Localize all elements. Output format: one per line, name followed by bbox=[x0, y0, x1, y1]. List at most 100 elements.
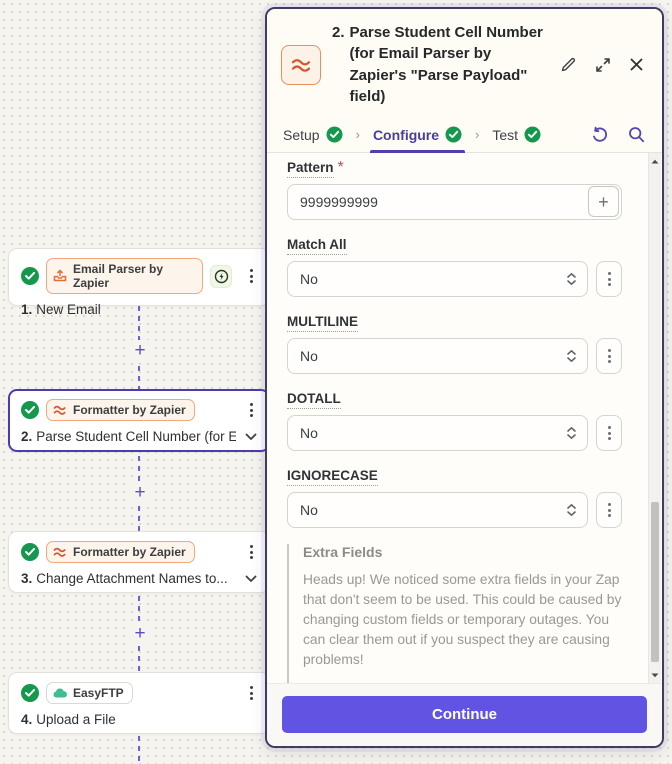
panel-header: 2. Parse Student Cell Number (for Email … bbox=[267, 9, 662, 118]
scrollbar-thumb[interactable] bbox=[651, 502, 659, 663]
match-all-select[interactable]: No bbox=[287, 261, 588, 298]
extra-fields-section: Extra Fields Heads up! We noticed some e… bbox=[287, 544, 622, 683]
tab-label: Setup bbox=[283, 126, 320, 143]
field-menu-kebab-icon[interactable] bbox=[596, 415, 622, 452]
formatter-step-icon bbox=[281, 44, 321, 85]
close-icon[interactable] bbox=[627, 55, 646, 74]
tab-label: Test bbox=[492, 126, 519, 143]
easyftp-icon bbox=[53, 687, 67, 699]
step-number: 1. bbox=[21, 302, 33, 317]
step-title: Change Attachment Names to... bbox=[36, 571, 228, 586]
add-step-button[interactable]: + bbox=[128, 482, 152, 504]
step-card-2-parse-student-cell[interactable]: Formatter by Zapier 2. Parse Student Cel… bbox=[8, 389, 270, 452]
tab-separator-chevron: › bbox=[475, 127, 480, 143]
step-number: 2. bbox=[21, 429, 33, 444]
expand-fullscreen-icon[interactable] bbox=[592, 54, 614, 76]
scroll-down-icon[interactable] bbox=[649, 668, 661, 682]
ignorecase-select[interactable]: No bbox=[287, 492, 588, 529]
multiline-label: MULTILINE bbox=[287, 314, 358, 333]
step-menu-kebab-icon[interactable] bbox=[246, 543, 257, 561]
panel-step-title: 2. Parse Student Cell Number (for Email … bbox=[332, 22, 547, 107]
step-success-check-icon bbox=[21, 267, 39, 285]
formatter-icon bbox=[53, 404, 67, 416]
instant-trigger-icon bbox=[210, 264, 232, 288]
add-step-button[interactable]: + bbox=[128, 340, 152, 362]
step-detail-panel: 2. Parse Student Cell Number (for Email … bbox=[265, 7, 664, 748]
app-pill-easyftp[interactable]: EasyFTP bbox=[46, 682, 133, 704]
tab-separator-chevron: › bbox=[355, 127, 360, 143]
field-match-all: Match All No bbox=[287, 236, 622, 298]
scroll-up-icon[interactable] bbox=[649, 154, 661, 168]
select-value: No bbox=[300, 271, 318, 288]
configure-form: Pattern* + Match All No MU bbox=[267, 153, 662, 683]
tab-complete-check-icon bbox=[524, 126, 541, 143]
email-parser-icon bbox=[53, 269, 67, 283]
dotall-label: DOTALL bbox=[287, 391, 341, 410]
field-multiline: MULTILINE No bbox=[287, 313, 622, 375]
step-number: 4. bbox=[21, 712, 33, 727]
multiline-select[interactable]: No bbox=[287, 338, 588, 375]
field-pattern: Pattern* + bbox=[287, 159, 622, 221]
select-value: No bbox=[300, 348, 318, 365]
select-updown-icon bbox=[567, 504, 576, 517]
app-pill-formatter[interactable]: Formatter by Zapier bbox=[46, 399, 195, 421]
app-pill-label: Formatter by Zapier bbox=[73, 403, 186, 417]
field-menu-kebab-icon[interactable] bbox=[596, 492, 622, 529]
step-card-4-upload-file[interactable]: EasyFTP 4. Upload a File bbox=[8, 672, 270, 734]
select-updown-icon bbox=[567, 273, 576, 286]
continue-button[interactable]: Continue bbox=[282, 696, 647, 733]
app-pill-label: Email Parser by Zapier bbox=[73, 262, 164, 290]
step-title: New Email bbox=[36, 302, 101, 317]
refresh-icon[interactable] bbox=[589, 124, 611, 146]
app-pill-email-parser[interactable]: Email Parser by Zapier bbox=[46, 258, 204, 294]
form-scrollbar[interactable] bbox=[648, 153, 661, 683]
panel-tabs: Setup › Configure › Test bbox=[267, 117, 662, 154]
tab-complete-check-icon bbox=[445, 126, 462, 143]
step-title: Parse Student Cell Number (for Em... bbox=[36, 429, 237, 444]
pattern-label: Pattern bbox=[287, 160, 334, 179]
step-success-check-icon bbox=[21, 543, 39, 561]
dotall-select[interactable]: No bbox=[287, 415, 588, 452]
match-all-label: Match All bbox=[287, 237, 347, 256]
select-updown-icon bbox=[567, 350, 576, 363]
formatter-icon bbox=[53, 546, 67, 558]
step-success-check-icon bbox=[21, 684, 39, 702]
step-card-1-new-email[interactable]: Email Parser by Zapier 1. New Email bbox=[8, 248, 270, 317]
select-value: No bbox=[300, 425, 318, 442]
step-menu-kebab-icon[interactable] bbox=[246, 401, 257, 419]
app-pill-label: EasyFTP bbox=[73, 686, 124, 700]
step-menu-kebab-icon[interactable] bbox=[246, 684, 257, 702]
chevron-down-icon[interactable] bbox=[245, 433, 257, 441]
tab-test[interactable]: Test bbox=[491, 117, 542, 152]
select-updown-icon bbox=[567, 427, 576, 440]
insert-data-plus-button[interactable]: + bbox=[588, 186, 619, 218]
extra-fields-message: Heads up! We noticed some extra fields i… bbox=[303, 572, 622, 668]
tab-label: Configure bbox=[372, 126, 440, 143]
step-menu-kebab-icon[interactable] bbox=[246, 267, 257, 285]
step-card-3-change-attachment[interactable]: Formatter by Zapier 3. Change Attachment… bbox=[8, 531, 270, 593]
field-menu-kebab-icon[interactable] bbox=[596, 261, 622, 298]
pattern-input[interactable] bbox=[287, 184, 622, 221]
tab-configure[interactable]: Configure bbox=[369, 117, 466, 154]
app-pill-formatter[interactable]: Formatter by Zapier bbox=[46, 541, 195, 563]
app-pill-label: Formatter by Zapier bbox=[73, 545, 186, 559]
search-icon[interactable] bbox=[626, 124, 647, 145]
tab-setup[interactable]: Setup bbox=[282, 117, 344, 152]
step-title: Upload a File bbox=[36, 712, 116, 727]
step-number: 3. bbox=[21, 571, 33, 586]
select-value: No bbox=[300, 502, 318, 519]
ignorecase-label: IGNORECASE bbox=[287, 468, 378, 487]
panel-footer: Continue bbox=[267, 683, 662, 746]
edit-pencil-icon[interactable] bbox=[558, 54, 579, 75]
field-ignorecase: IGNORECASE No bbox=[287, 467, 622, 529]
panel-step-name: Parse Student Cell Number (for Email Par… bbox=[349, 24, 543, 105]
step-success-check-icon bbox=[21, 401, 39, 419]
field-menu-kebab-icon[interactable] bbox=[596, 338, 622, 375]
chevron-down-icon[interactable] bbox=[245, 575, 257, 583]
extra-fields-title: Extra Fields bbox=[303, 544, 383, 561]
required-asterisk: * bbox=[337, 159, 344, 177]
panel-step-number: 2. bbox=[332, 24, 345, 41]
tab-complete-check-icon bbox=[326, 126, 343, 143]
field-dotall: DOTALL No bbox=[287, 390, 622, 452]
add-step-button[interactable]: + bbox=[128, 623, 152, 645]
